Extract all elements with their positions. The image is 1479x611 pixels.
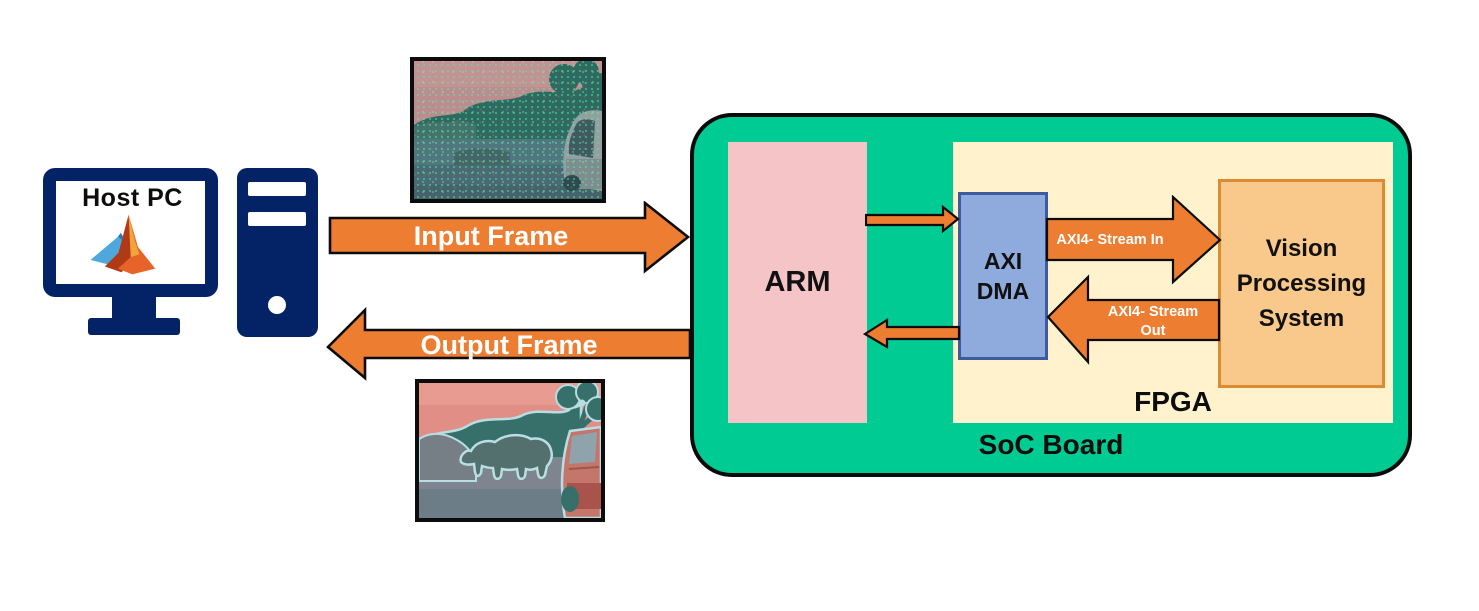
output-frame-arrow-label: Output Frame: [420, 330, 597, 360]
arm-block: ARM: [728, 142, 867, 423]
tower-drive-slot: [248, 212, 306, 226]
axi4-stream-out-label-line2: Out: [1141, 323, 1166, 339]
matlab-logo-icon: [90, 214, 156, 275]
monitor-stand-base: [88, 318, 180, 335]
axi4-stream-in-arrow: AXI4- Stream In: [1045, 195, 1222, 285]
monitor-icon: [43, 168, 218, 297]
axi-dma-block: AXI DMA: [958, 192, 1048, 360]
vision-processing-label-line3: System: [1258, 305, 1345, 332]
axi-dma-label-line1: AXI: [983, 248, 1023, 274]
output-frame-image: [415, 379, 605, 522]
axi4-stream-in-label: AXI4- Stream In: [1056, 232, 1163, 248]
vision-processing-label-line2: Processing: [1236, 270, 1367, 297]
dma-to-arm-arrow: [863, 317, 960, 349]
soc-board-label: SoC Board: [978, 429, 1124, 460]
axi-dma-label-line2: DMA: [976, 278, 1030, 304]
input-frame-image: [410, 57, 606, 203]
host-pc-label: Host PC: [82, 184, 183, 212]
vision-processing-label-line1: Vision: [1265, 235, 1338, 262]
axi4-stream-out-label-line1: AXI4- Stream: [1108, 304, 1198, 320]
arm-to-dma-arrow: [865, 204, 960, 234]
input-frame-arrow-label: Input Frame: [414, 221, 569, 251]
monitor-stand-neck: [112, 297, 156, 318]
tower-power-button-icon: [268, 296, 286, 314]
tower-drive-slot: [248, 182, 306, 196]
arm-label: ARM: [764, 266, 831, 298]
input-frame-arrow: Input Frame: [328, 201, 691, 274]
vision-processing-block: Vision Processing System: [1218, 179, 1385, 388]
fpga-label: FPGA: [1134, 386, 1212, 417]
axi4-stream-out-arrow: AXI4- Stream Out: [1046, 274, 1221, 365]
output-frame-arrow: Output Frame: [326, 306, 692, 381]
noise-overlay: [414, 61, 602, 199]
